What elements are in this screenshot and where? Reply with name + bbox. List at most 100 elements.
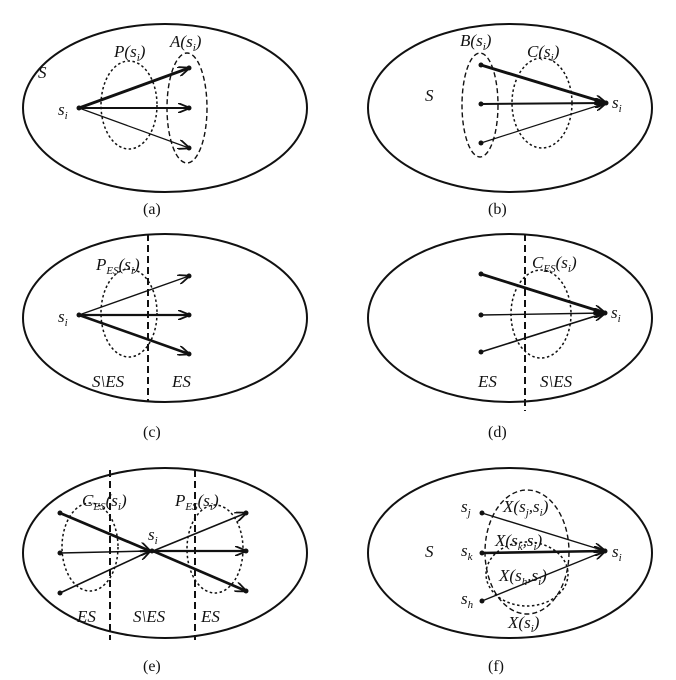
label-X-sj-si: X(sj,si) [502,497,549,519]
edge-arrow [152,513,246,552]
node-sj [479,510,485,516]
node-si [602,310,608,316]
label-sk: sk [461,541,474,563]
label-C-si: C(si) [527,42,560,64]
p-es-set-ellipse [100,268,158,358]
node [186,65,192,71]
set-ellipse [22,467,308,639]
edge-arrow [481,551,605,553]
edge-arrow [480,313,605,315]
label-P-si: P(si) [113,42,146,64]
node [478,312,484,318]
label-si: si [612,542,622,564]
node [243,510,249,516]
edge-arrow [480,272,605,313]
label-X-si: X(si) [507,613,540,635]
node [57,510,63,516]
node [186,145,192,151]
edge-arrow [480,103,606,104]
label-ES: ES [200,607,220,626]
x-sub-set-ellipse [485,541,569,607]
label-ES: ES [477,372,497,391]
label-S-minus-ES: S\ES [92,372,125,391]
node-si [603,100,609,106]
edge-arrow [59,551,150,594]
label-X-sh-si: X(sh,si) [498,566,547,588]
node [478,349,484,355]
node [57,550,63,556]
edge-arrow [59,511,150,551]
edge-arrow [480,103,606,144]
label-S: S [425,542,434,561]
edge-arrow [481,512,605,551]
node [186,273,192,279]
edge-arrow [78,276,189,316]
edge-arrow [59,551,150,553]
label-S-minus-ES: S\ES [133,607,166,626]
panel-c: si PES(si) S\ES ES (c) [22,233,308,441]
label-si: si [612,93,622,115]
set-ellipse [22,23,308,193]
set-ellipse [367,467,653,639]
label-ES: ES [76,607,96,626]
label-sh: sh [461,589,474,611]
label-C-es-si: CES(si) [82,491,127,513]
caption-e: (e) [143,658,161,675]
label-S: S [425,86,434,105]
label-B-si: B(si) [460,31,492,53]
label-si: si [611,303,621,325]
panel-a: S si P(si) A(si) (a) [22,23,308,218]
label-si: si [58,100,68,122]
label-X-sk-si: X(sk,si) [494,531,543,553]
label-S: S [38,63,47,82]
label-sj: sj [461,497,471,519]
label-ES: ES [171,372,191,391]
p-set-ellipse [100,60,158,150]
panel-b: S si B(si) C(si) (b) [367,23,653,218]
label-A-si: A(si) [169,32,202,54]
b-set-ellipse [461,52,499,158]
caption-d: (d) [488,424,507,441]
node [186,312,192,318]
node-si [602,548,608,554]
caption-f: (f) [488,658,504,675]
panel-d: si CES(si) ES S\ES (d) [367,233,653,441]
node [478,140,484,146]
label-C-es-si: CES(si) [532,253,577,275]
edge-arrow [480,313,605,353]
set-ellipse [367,233,653,403]
node [57,590,63,596]
node-si [76,312,82,318]
node-si [76,105,82,111]
label-S-minus-ES: S\ES [540,372,573,391]
edge-arrow [78,313,189,354]
node-si [149,548,155,554]
node [478,101,484,107]
label-si: si [58,307,68,329]
set-ellipse [367,23,653,193]
panel-e: si CES(si) PES(si) ES S\ES ES (e) [22,467,308,675]
edge-arrow [78,68,189,110]
set-ellipse [22,233,308,403]
node [243,548,249,554]
label-si: si [148,525,158,547]
edge-arrow [78,107,189,148]
edge-arrow [481,551,605,602]
label-P-es-si: PES(si) [95,255,140,277]
label-P-es-si: PES(si) [174,491,219,513]
panel-f: S sj sk sh si X(sj,si) X(sk,si) X(sh,si)… [367,467,653,675]
caption-c: (c) [143,424,161,441]
node-sh [479,598,485,604]
node [186,105,192,111]
edge-arrow [152,549,246,591]
node [478,271,484,277]
node [186,351,192,357]
edge-arrow [480,63,606,103]
caption-b: (b) [488,201,507,218]
node [478,62,484,68]
caption-a: (a) [143,201,161,218]
node [243,588,249,594]
node-sk [479,550,485,556]
